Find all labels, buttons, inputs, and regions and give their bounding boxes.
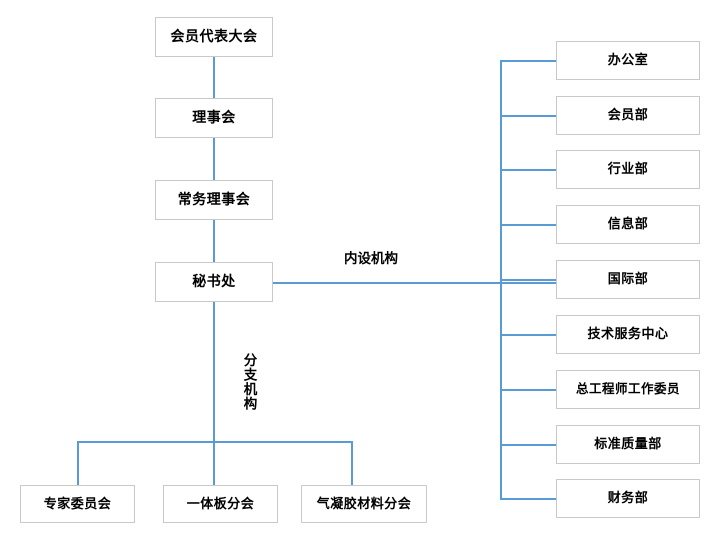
connector-stub-finance	[500, 498, 556, 500]
connector-council-to-standing	[213, 138, 215, 180]
label-branch-organizations: 分支机构	[240, 353, 257, 411]
label-internal-departments: 内设机构	[344, 251, 398, 267]
node-council[interactable]: 理事会	[155, 98, 273, 138]
node-department-information[interactable]: 信息部	[556, 205, 700, 244]
connector-secretariat-to-branches	[213, 302, 215, 442]
connector-standing-to-secretariat	[213, 220, 215, 262]
connector-stub-tech-service	[500, 334, 556, 336]
node-department-standards-quality[interactable]: 标准质量部	[556, 425, 700, 464]
connector-stub-international	[500, 279, 556, 281]
node-members-assembly[interactable]: 会员代表大会	[155, 17, 273, 57]
connector-stub-information	[500, 224, 556, 226]
connector-stub-industry	[500, 169, 556, 171]
connector-drop-aerogel-material	[351, 441, 353, 485]
connector-assembly-to-council	[213, 57, 215, 98]
connector-drop-integrated-board	[213, 441, 215, 485]
node-branch-aerogel-material[interactable]: 气凝胶材料分会	[301, 485, 427, 523]
connector-branch-fork-bar	[77, 441, 352, 443]
connector-drop-expert-committee	[77, 441, 79, 485]
connector-stub-standards-quality	[500, 444, 556, 446]
node-department-international[interactable]: 国际部	[556, 260, 700, 299]
connector-secretariat-to-internal-trunk	[273, 282, 556, 284]
node-department-tech-service-center[interactable]: 技术服务中心	[556, 315, 700, 354]
connector-stub-membership	[500, 115, 556, 117]
node-branch-integrated-board[interactable]: 一体板分会	[163, 485, 278, 523]
connector-stub-chief-engineer	[500, 389, 556, 391]
node-department-industry[interactable]: 行业部	[556, 150, 700, 189]
node-secretariat[interactable]: 秘书处	[155, 262, 273, 302]
node-branch-expert-committee[interactable]: 专家委员会	[20, 485, 135, 523]
node-department-office[interactable]: 办公室	[556, 41, 700, 80]
node-department-finance[interactable]: 财务部	[556, 479, 700, 518]
connector-stub-office	[500, 60, 556, 62]
node-standing-council[interactable]: 常务理事会	[155, 180, 273, 220]
node-department-chief-engineer-committee[interactable]: 总工程师工作委员	[556, 370, 700, 409]
node-department-membership[interactable]: 会员部	[556, 96, 700, 135]
